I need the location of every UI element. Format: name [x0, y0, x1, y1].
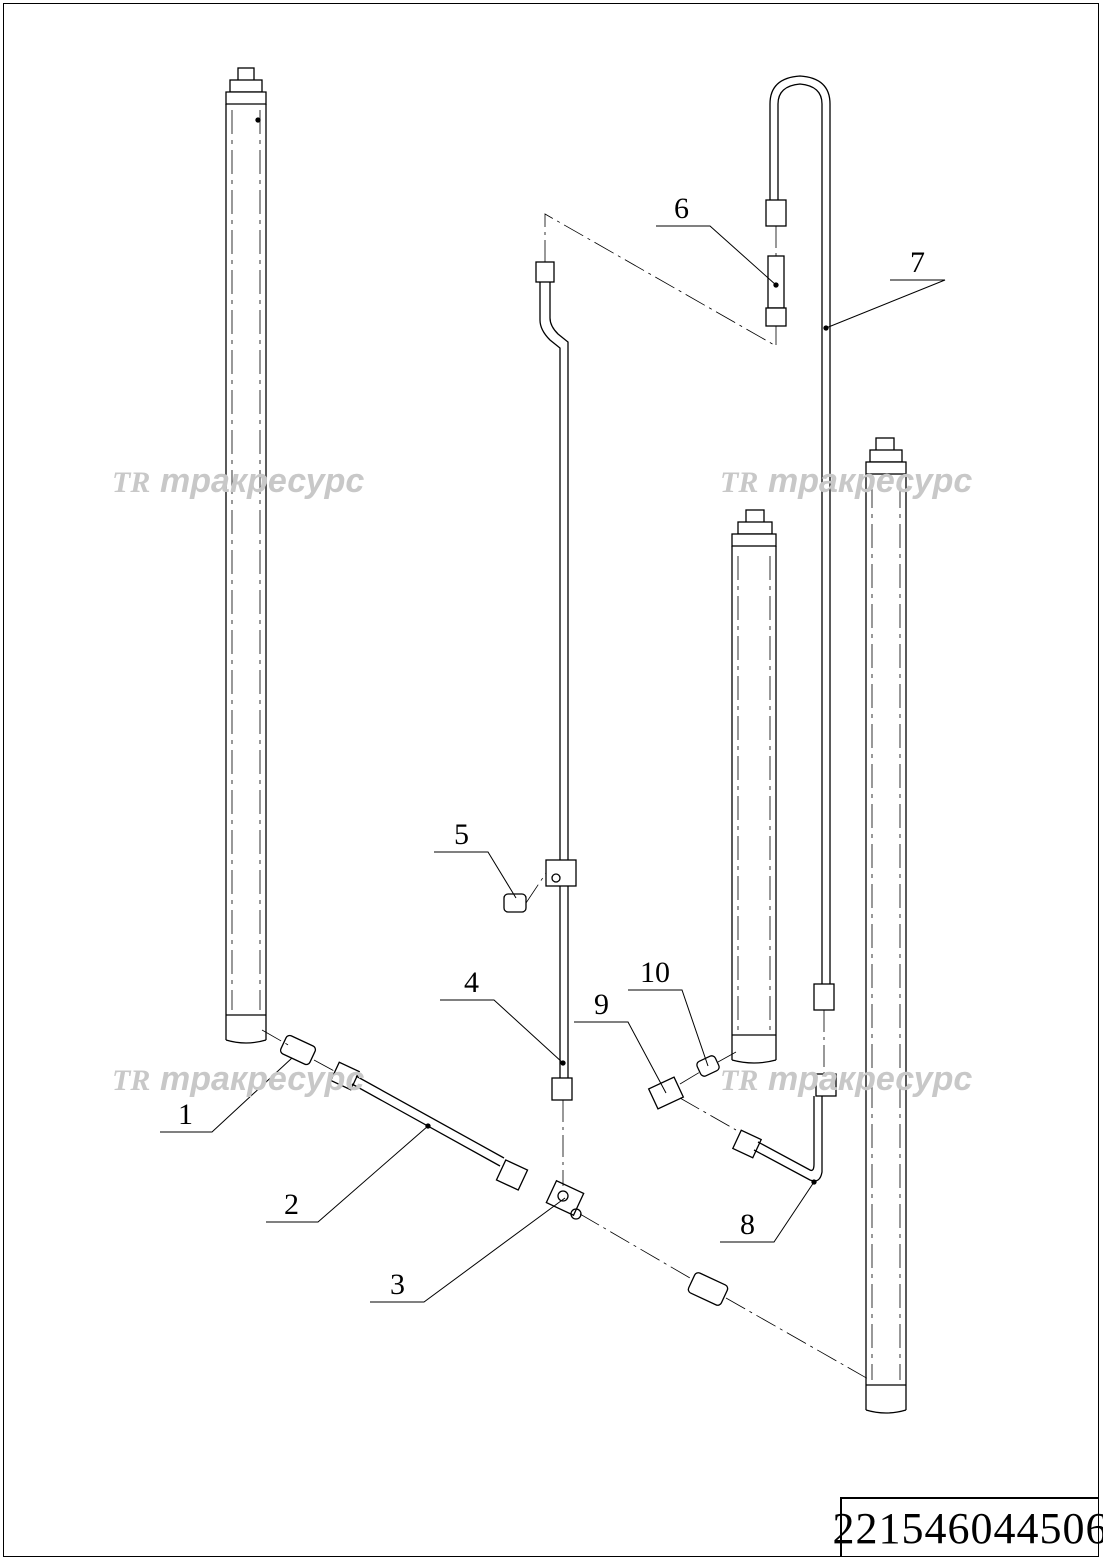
- watermark-text: тракресурс: [768, 462, 972, 500]
- callout-6-label: 6: [674, 192, 689, 225]
- callout-7-label: 7: [910, 246, 925, 279]
- hydraulic-cylinder-right: [865, 437, 907, 1414]
- watermark-text: тракресурс: [768, 1060, 972, 1098]
- watermark-text: тракресурс: [160, 1060, 364, 1098]
- hydraulic-cylinder-left: [225, 67, 267, 1044]
- assembly-centerlines: [261, 213, 871, 1381]
- pipe-4: [535, 261, 577, 1101]
- watermark-top-right: TR тракресурс: [720, 462, 972, 500]
- pipe-8: [731, 1073, 837, 1185]
- watermark-text: тракресурс: [160, 462, 364, 500]
- leader-lines: [160, 225, 946, 1303]
- callout-9-label: 9: [594, 988, 609, 1021]
- part-6-union: [765, 255, 787, 327]
- part-number: 221546044506: [832, 1503, 1103, 1553]
- hydraulic-cylinder-middle: [731, 509, 777, 1064]
- callout-1-label: 1: [178, 1098, 193, 1131]
- watermark-bottom-left: TR тракресурс: [112, 1060, 364, 1098]
- watermark-logo: TR: [112, 466, 150, 499]
- part-3-tee: [545, 1179, 585, 1220]
- watermark-logo: TR: [720, 466, 758, 499]
- callout-3-label: 3: [390, 1268, 405, 1301]
- part-number-box: 221546044506: [833, 1497, 1103, 1557]
- callout-2-label: 2: [284, 1188, 299, 1221]
- watermark-bottom-right: TR тракресурс: [720, 1060, 972, 1098]
- callout-10-label: 10: [640, 956, 670, 989]
- watermark-logo: TR: [112, 1064, 150, 1097]
- callout-8-label: 8: [740, 1208, 755, 1241]
- pipe-7: [765, 75, 835, 1011]
- watermark-logo: TR: [720, 1064, 758, 1097]
- part-check-valve: [687, 1272, 729, 1306]
- pipe-2: [329, 1061, 529, 1191]
- callout-4-label: 4: [464, 966, 479, 999]
- part-1-adapter: [279, 1034, 317, 1066]
- callout-5-label: 5: [454, 818, 469, 851]
- watermark-top-left: TR тракресурс: [112, 462, 364, 500]
